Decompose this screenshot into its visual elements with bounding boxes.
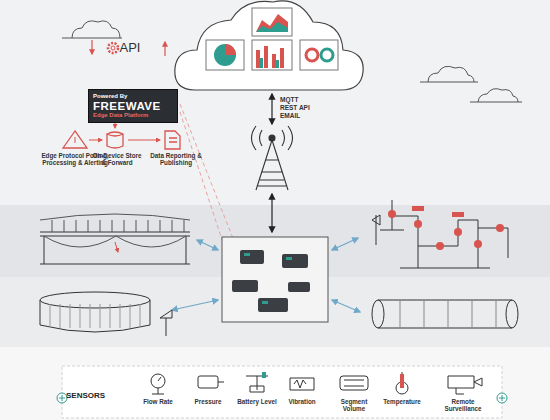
protocol-label: MQTT bbox=[280, 96, 330, 103]
api-icons bbox=[63, 40, 236, 258]
radio-devices bbox=[222, 237, 328, 322]
sensor-ground bbox=[0, 347, 550, 420]
sensor-band-frame bbox=[57, 366, 507, 418]
function-label: Data Reporting & Publishing bbox=[148, 152, 204, 166]
link-arrow bbox=[271, 194, 272, 232]
node-text: Powered By bbox=[93, 93, 173, 100]
sensor-band-title: SENSORS bbox=[66, 392, 138, 401]
radio-tower bbox=[252, 126, 293, 190]
link-arrow bbox=[271, 94, 272, 124]
api-label: API bbox=[100, 41, 160, 56]
sensor-label: Segment Volume bbox=[330, 398, 378, 412]
protocol-label: REST API bbox=[280, 104, 330, 111]
sky-ground bbox=[0, 0, 550, 205]
platform-badge: Powered ByFREEWAVEEdge Data Platform bbox=[88, 89, 178, 123]
node-text: Edge Data Platform bbox=[93, 112, 173, 119]
site-links bbox=[172, 238, 360, 312]
function-label: On-Device Store & Forward bbox=[92, 152, 142, 166]
sensor-label: Temperature bbox=[379, 398, 425, 405]
pipeline bbox=[372, 300, 518, 328]
sensor-label: Flow Rate bbox=[134, 398, 182, 405]
sensor-label: Vibration bbox=[278, 398, 326, 405]
sensor-label: Battery Level bbox=[233, 398, 281, 405]
sensor-label: Remote Surveillance bbox=[437, 398, 489, 412]
storage-tank bbox=[40, 292, 172, 336]
protocol-label: EMAIL bbox=[280, 112, 330, 119]
cloud-dashboard bbox=[175, 1, 363, 90]
wellhead bbox=[372, 200, 508, 268]
sensor-label: Pressure bbox=[184, 398, 232, 405]
sensor-icons bbox=[151, 372, 482, 394]
canal-gate bbox=[40, 214, 190, 264]
node-text: SENSORS bbox=[66, 392, 138, 401]
node-text: FREEWAVE bbox=[93, 100, 173, 113]
